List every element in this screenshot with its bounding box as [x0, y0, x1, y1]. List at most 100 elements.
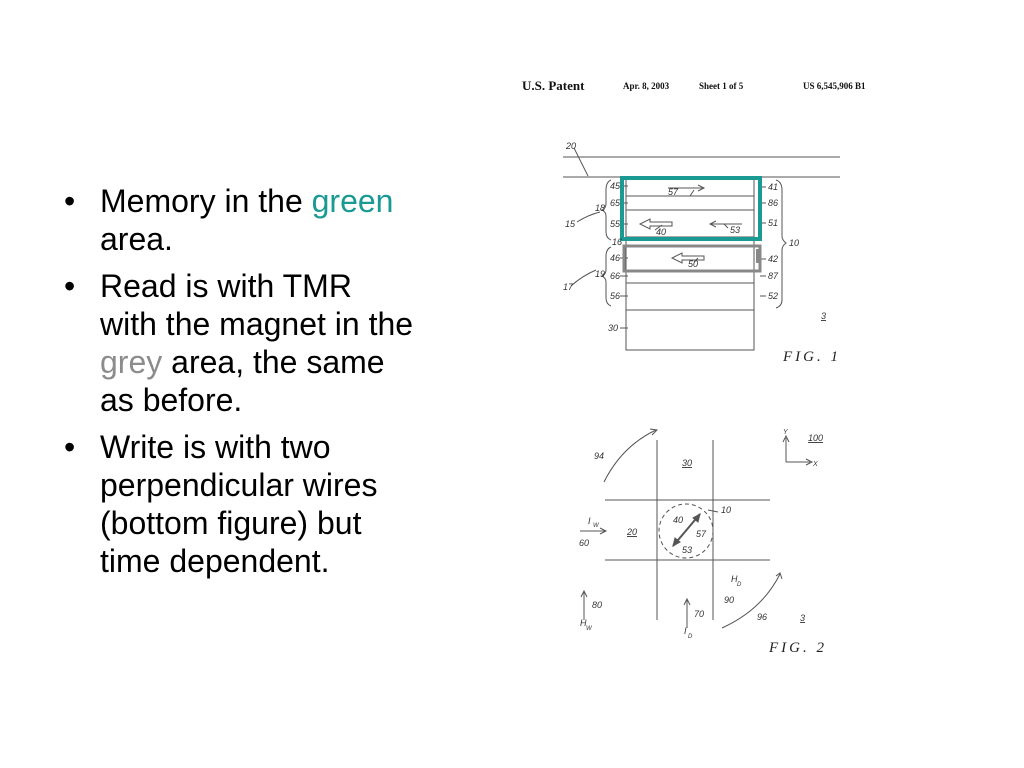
bullet-line: as before.	[100, 382, 243, 418]
arrow-head	[697, 184, 706, 192]
bullet-text: area, the same	[162, 344, 385, 380]
brace-10	[775, 179, 787, 309]
arrow-head	[708, 220, 717, 228]
ref-51: 51	[768, 218, 778, 228]
bullet-dot: •	[64, 183, 76, 219]
arrow-head	[683, 597, 691, 606]
bullet-line: (bottom figure) but	[100, 505, 362, 541]
ref-15: 15	[565, 219, 576, 229]
memory-area-highlight	[620, 176, 762, 241]
ref-57: 57	[696, 529, 707, 539]
axis-ref-100: 100	[808, 433, 823, 443]
ref-40: 40	[656, 227, 666, 237]
arrow-head	[649, 428, 659, 436]
ref-56: 56	[610, 291, 620, 301]
patent-header: U.S. Patent Apr. 8, 2003 Sheet 1 of 5 US…	[522, 78, 892, 98]
ref-50: 50	[688, 259, 698, 269]
memory-cell-circle	[658, 503, 714, 559]
brace-18	[600, 179, 612, 241]
ref-18: 18	[595, 203, 605, 213]
ref-17: 17	[563, 282, 574, 292]
ref-66: 66	[610, 271, 620, 281]
leader-line	[689, 189, 695, 197]
arrow-head	[805, 458, 814, 466]
patent-name: U.S. Patent	[522, 78, 585, 93]
label-hd-sub: D	[737, 582, 742, 588]
grey-highlight-word: grey	[100, 344, 163, 380]
ref-19: 19	[595, 269, 605, 279]
ref-10: 10	[789, 238, 799, 248]
ref-60: 60	[579, 538, 589, 548]
arrow-head	[672, 537, 681, 548]
bullet-line: grey area, the same	[100, 343, 478, 381]
arrow-head	[692, 512, 701, 523]
bullet-item-memory: • Memory in the green area.	[58, 182, 478, 258]
bullet-text: Memory in the	[100, 183, 312, 219]
ref-52: 52	[768, 291, 778, 301]
ref-53: 53	[682, 545, 692, 555]
brace-19	[600, 246, 612, 307]
leader-line	[570, 269, 597, 287]
bullet-dot: •	[64, 429, 76, 465]
ref-10: 10	[721, 505, 731, 515]
bullet-item-write: • Write is with two perpendicular wires …	[58, 428, 478, 580]
label-hw: H	[580, 618, 587, 628]
axis-x-label: X	[812, 461, 818, 468]
ref-40: 40	[673, 515, 683, 525]
ref-96: 96	[757, 612, 767, 622]
label-iw-sub: W	[593, 523, 600, 529]
read-area-highlight	[622, 244, 762, 273]
ref-16: 16	[612, 237, 622, 247]
ref-80: 80	[592, 600, 602, 610]
arrow-head	[580, 589, 588, 598]
arrow-head	[775, 572, 783, 580]
page-mark: 3	[800, 613, 805, 623]
bullet-line: Write is with two	[100, 429, 331, 465]
patent-number: US 6,545,906 B1	[803, 81, 866, 91]
ref-53: 53	[730, 225, 740, 235]
leader-line	[654, 224, 663, 231]
leader-line	[693, 257, 699, 263]
arrow-head	[782, 434, 790, 443]
ref-90: 90	[724, 595, 734, 605]
fig2-label: FIG. 2	[768, 640, 827, 656]
ref-65: 65	[610, 198, 621, 208]
bullet-line: Memory in the green	[100, 182, 478, 220]
ref-86: 86	[768, 198, 778, 208]
bullet-line: Read is with TMR	[100, 268, 352, 304]
leader-line	[707, 509, 719, 513]
axis-y-label: Y	[783, 429, 789, 436]
ref-70: 70	[694, 609, 704, 619]
ref-30: 30	[608, 323, 618, 333]
leader-line	[573, 147, 589, 177]
hollow-arrow-40	[638, 218, 673, 230]
label-id: I	[684, 626, 687, 636]
bullet-line: time dependent.	[100, 543, 330, 579]
leader-line	[576, 211, 601, 223]
bullet-item-read: • Read is with TMR with the magnet in th…	[58, 267, 478, 419]
field-arc-96	[721, 573, 781, 629]
page-mark: 3	[821, 311, 826, 321]
ref-45: 45	[610, 181, 621, 191]
ref-41: 41	[768, 182, 778, 192]
bullet-line: perpendicular wires	[100, 467, 378, 503]
ref-30: 30	[682, 458, 692, 468]
green-highlight-word: green	[311, 183, 394, 219]
arrow-head	[599, 527, 608, 535]
label-hd: H	[731, 574, 738, 584]
read-layer-mark	[756, 249, 760, 263]
leader-line	[723, 223, 729, 229]
bullet-line: area.	[100, 221, 173, 257]
ref-42: 42	[768, 254, 778, 264]
ref-20: 20	[565, 141, 576, 151]
label-iw: I	[588, 516, 591, 526]
fig1-label: FIG. 1	[782, 349, 841, 365]
bullet-line: with the magnet in the	[100, 306, 414, 342]
bullet-dot: •	[64, 268, 76, 304]
ref-87: 87	[768, 271, 779, 281]
hollow-arrow-50	[670, 252, 705, 264]
label-id-sub: D	[688, 634, 693, 640]
